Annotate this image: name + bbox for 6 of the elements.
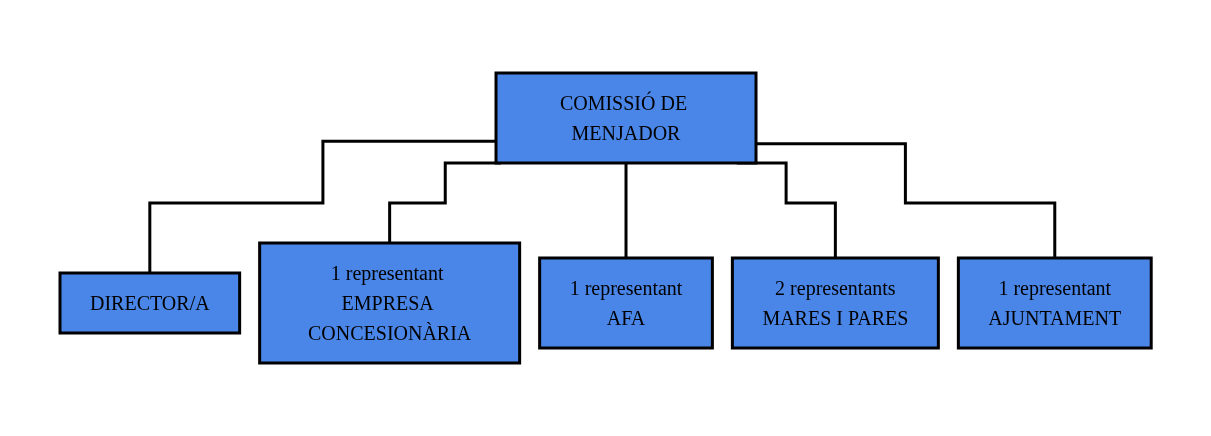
node-box: COMISSIÓ DE MENJADOR — [494, 71, 758, 165]
node-box: 1 representant AJUNTAMENT — [956, 256, 1153, 350]
node-box: 2 representants MARES I PARES — [730, 256, 940, 350]
node-box: 1 representant EMPRESA CONCESIONÀRIA — [258, 241, 522, 365]
node-box: 1 representant AFA — [538, 256, 714, 350]
node-box: DIRECTOR/A — [58, 271, 242, 335]
